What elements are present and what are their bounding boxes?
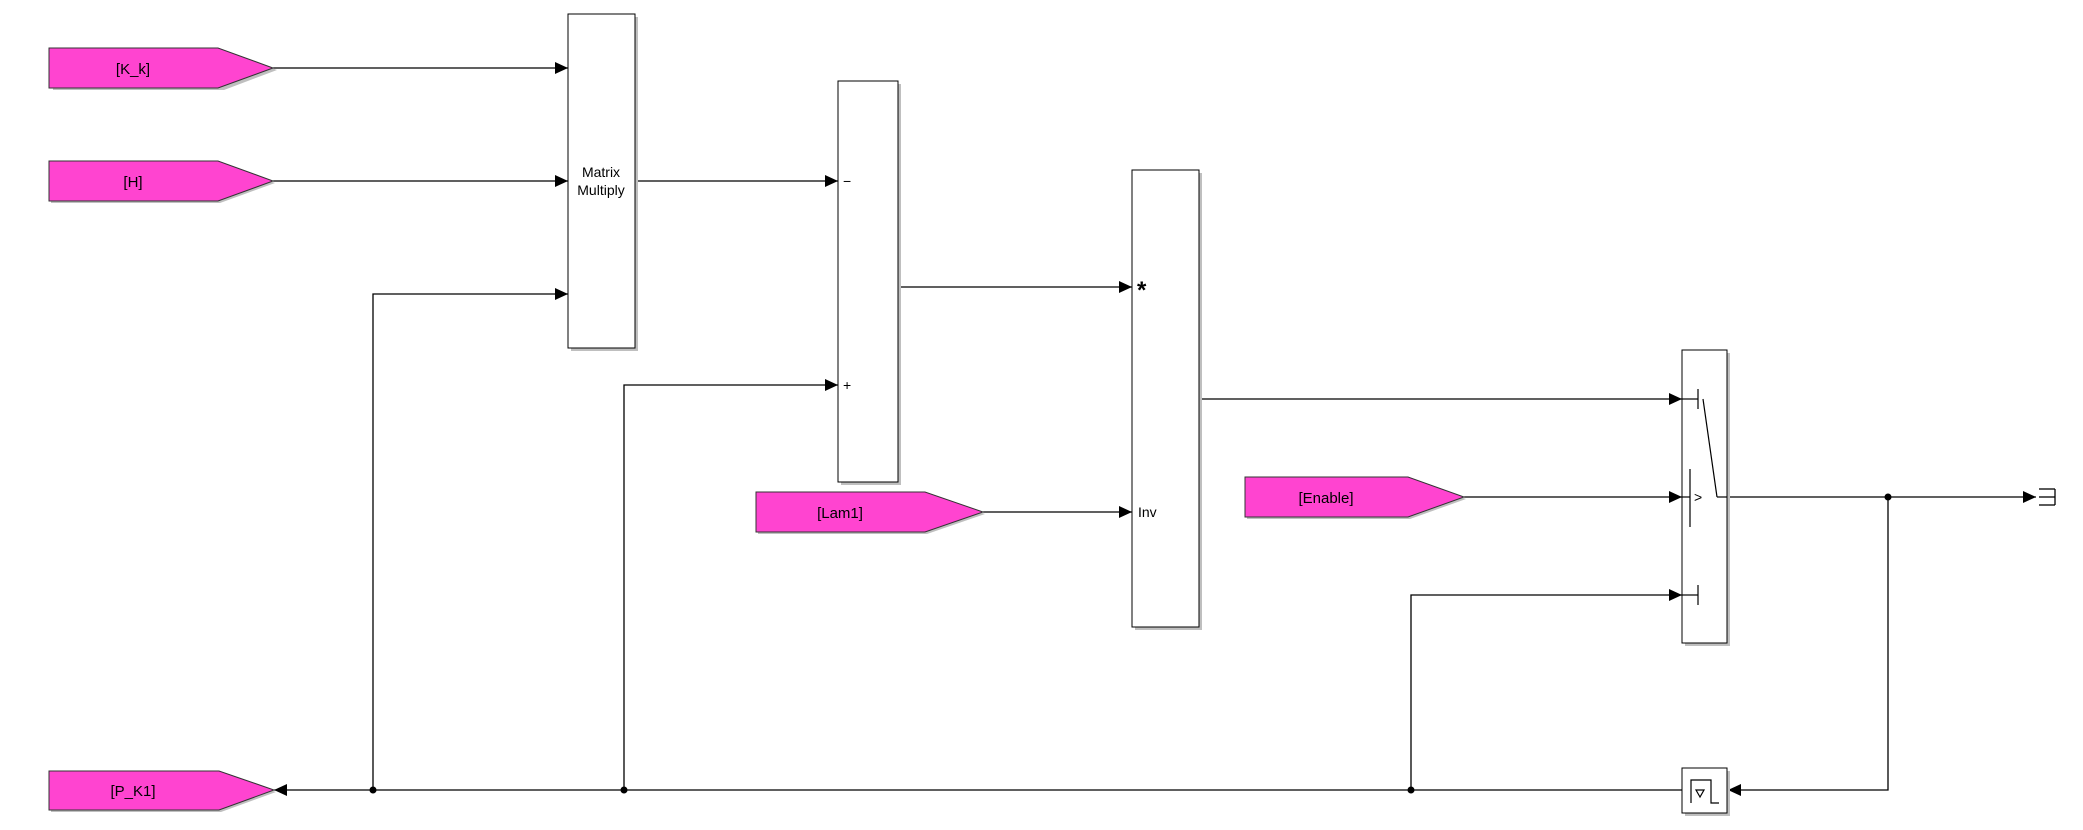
from-tag-icon <box>1244 476 1466 518</box>
from-tag-lam1[interactable]: [Lam1] <box>755 491 985 534</box>
from-tag-icon <box>48 160 275 202</box>
matrix-multiply-label-line1: Matrix <box>582 164 620 180</box>
block-body <box>1681 767 1728 814</box>
from-tag-h-label: [H] <box>123 174 142 191</box>
signal-p-to-switch[interactable] <box>1410 589 1682 790</box>
from-tag-enable-label: [Enable] <box>1298 490 1353 507</box>
goto-tag-pk1[interactable]: [P_K1] <box>48 770 276 812</box>
branch-points <box>369 493 1892 794</box>
from-tag-icon <box>48 47 275 89</box>
unit-delay-block[interactable] <box>1681 767 1730 816</box>
signal-p-to-sum[interactable] <box>623 379 838 790</box>
signal-p-to-matmul[interactable] <box>372 288 568 790</box>
terminator-block[interactable] <box>2039 488 2056 506</box>
terminator-icon <box>2039 488 2056 506</box>
from-tag-kk-label: [K_k] <box>116 61 150 78</box>
from-tag-enable[interactable]: [Enable] <box>1244 476 1466 519</box>
branch-point <box>369 786 377 794</box>
from-tag-kk[interactable]: [K_k] <box>48 47 277 90</box>
signal-lines <box>273 62 2036 796</box>
switch-block[interactable]: > <box>1681 349 1730 646</box>
from-tag-icon <box>755 491 985 533</box>
sum-block[interactable]: − + <box>837 80 901 485</box>
matrix-multiply-block[interactable]: Matrix Multiply <box>567 13 638 351</box>
product-inv-port-label: Inv <box>1138 504 1157 520</box>
matrix-multiply-label-line2: Multiply <box>577 182 624 198</box>
unit-delay-icon <box>1690 779 1719 804</box>
branch-point <box>1407 786 1415 794</box>
switch-icon <box>1682 389 1727 605</box>
branch-point <box>1884 493 1892 501</box>
product-mult-port-label: * <box>1137 277 1147 304</box>
block-body <box>837 80 899 483</box>
goto-tag-icon <box>48 770 276 811</box>
sum-plus-port-label: + <box>843 377 851 393</box>
from-tag-lam1-label: [Lam1] <box>817 505 863 522</box>
block-body <box>1131 169 1200 628</box>
signal-switch-to-delay[interactable] <box>1728 497 1889 796</box>
product-block[interactable]: * Inv <box>1131 169 1202 630</box>
branch-point <box>620 786 628 794</box>
block-body <box>567 13 636 349</box>
sum-minus-port-label: − <box>843 173 851 189</box>
goto-tag-pk1-label: [P_K1] <box>110 783 155 800</box>
switch-control-label: > <box>1694 489 1702 505</box>
from-tag-h[interactable]: [H] <box>48 160 275 203</box>
